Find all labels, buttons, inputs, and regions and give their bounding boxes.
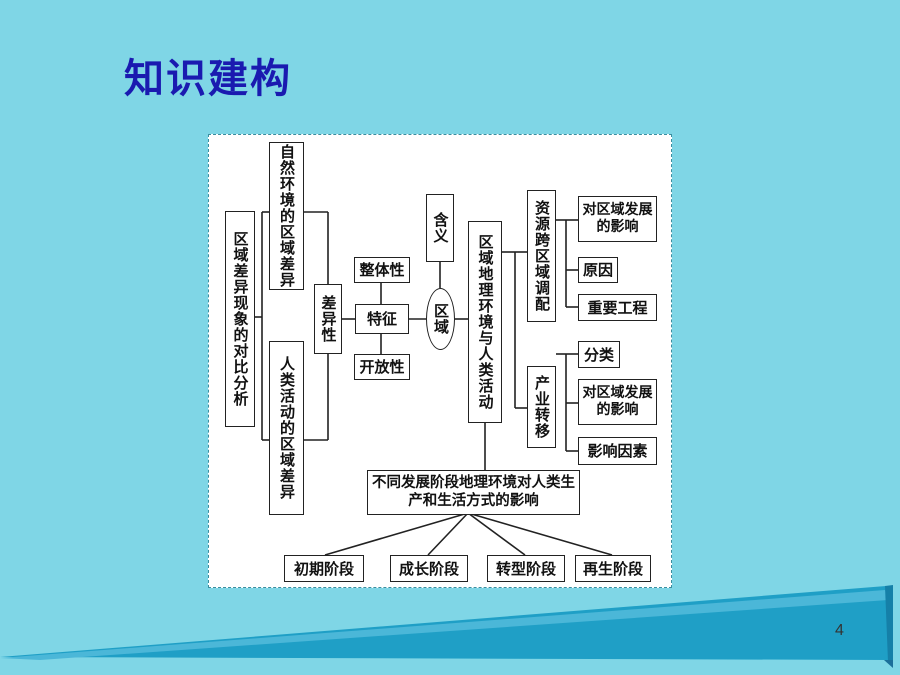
resource-transfer-box: 资源跨区域调配 (527, 190, 556, 322)
integrity-box: 整体性 (354, 257, 410, 283)
meaning-box: 含义 (426, 194, 454, 262)
natural-difference-box: 自然环境的区域差异 (269, 142, 304, 290)
stage-box: 初期阶段 (284, 555, 364, 582)
region-ellipse: 区域 (426, 288, 455, 350)
stage-box: 成长阶段 (390, 555, 468, 582)
human-difference-box: 人类活动的区域差异 (269, 341, 304, 515)
key-project-box: 重要工程 (578, 294, 657, 321)
left-topic-box: 区域差异现象的对比分析 (225, 211, 255, 427)
page-number: 4 (835, 622, 844, 639)
category-box: 分类 (578, 341, 620, 368)
page-title: 知识建构 (124, 56, 292, 102)
stage-box: 再生阶段 (575, 555, 651, 582)
industry-impact-box: 对区域发展的影响 (578, 379, 657, 425)
difference-box: 差异性 (314, 284, 342, 354)
feature-box: 特征 (355, 304, 409, 334)
stages-title-box: 不同发展阶段地理环境对人类生产和生活方式的影响 (367, 470, 580, 515)
openness-box: 开放性 (354, 354, 410, 380)
center-topic-box: 区域地理环境与人类活动 (468, 221, 502, 423)
reason-box: 原因 (578, 257, 618, 283)
resource-impact-box: 对区域发展的影响 (578, 196, 657, 242)
factors-box: 影响因素 (578, 437, 657, 465)
stage-box: 转型阶段 (487, 555, 565, 582)
industry-transfer-box: 产业转移 (527, 366, 556, 448)
